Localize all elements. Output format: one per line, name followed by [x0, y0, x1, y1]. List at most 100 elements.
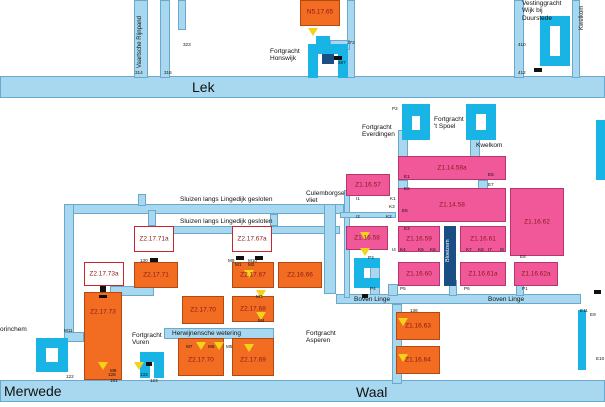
fortgracht-spoel [466, 130, 496, 140]
sluice-marker [244, 344, 254, 352]
sluice-marker [244, 270, 254, 278]
structure-marker-e2: E2 [404, 186, 410, 191]
structure-marker-i2: I2 [356, 214, 360, 219]
code-z1-16-62: Z1.16.62 [524, 218, 550, 226]
code-z2-17-71: Z2.17.71 [143, 271, 169, 279]
sluice-marker [256, 312, 266, 320]
structure-marker-e8: E8 [520, 254, 526, 259]
sluizen-label: Sluizen langs Lingedijk gesloten [180, 196, 273, 203]
structure-marker-412: 412 [518, 70, 526, 75]
measure-marker [99, 295, 107, 298]
fortgracht-everdingen [402, 130, 430, 140]
sluice-marker [398, 318, 408, 326]
code-z2-17-69: Z2.17.69 [240, 356, 266, 364]
structure-marker-136: 136 [410, 308, 418, 313]
structure-marker-130: 130 [140, 258, 148, 263]
structure-marker-e5: E5 [402, 208, 408, 213]
structure-marker-m1: M1 [235, 262, 242, 267]
bloeizem-label: Bloeizem [445, 239, 451, 262]
canal-segment [392, 304, 402, 384]
measure-marker [100, 286, 106, 292]
fortgracht-honswijk [316, 36, 330, 46]
everdingen-label: Fortgracht Everdingen [362, 124, 395, 139]
waal-river [0, 380, 605, 402]
fortgracht-asperen [354, 278, 380, 288]
canal-segment [160, 0, 170, 78]
code-z1-16-61a: Z1.16.61a [468, 270, 498, 278]
canal-segment [64, 332, 84, 342]
sluice-marker [360, 232, 370, 240]
fortgracht-everdingen [402, 104, 430, 116]
compartment-z1-16-61a [460, 262, 506, 286]
measure-marker [255, 256, 263, 260]
structure-marker-372: 372 [347, 40, 355, 45]
sluice-marker [134, 362, 144, 370]
canal-segment [340, 212, 396, 218]
spoel-label: Fortgracht 't Spoel [434, 116, 464, 131]
compartment-z2-17-70 [182, 296, 224, 324]
compartment-z1-16-57 [346, 174, 390, 196]
structure-marker-m9: M9 [228, 258, 235, 263]
code-z1-16-63: Z1.16.63 [405, 322, 431, 330]
structure-marker-m3: M3 [256, 294, 263, 299]
lek-river [0, 76, 605, 98]
compartment-z1-16-61 [460, 226, 506, 252]
code-z2-17-73a: Z2.17.73a [89, 270, 119, 278]
code-z1-16-61: Z1.16.61 [470, 235, 496, 243]
fortgracht-spoel [486, 104, 496, 140]
structure-marker-e1: E1 [404, 174, 410, 179]
fortgracht-honswijk [338, 44, 348, 78]
structure-marker-k8: K8 [478, 247, 484, 252]
asperen-label: Fortgracht Asperen [306, 330, 336, 345]
canal-segment [388, 284, 398, 296]
compartment-z2-17-71a [134, 226, 174, 252]
structure-marker-p2: P2 [392, 106, 398, 111]
structure-marker-p4: P4 [370, 286, 376, 291]
canal-segment [148, 210, 156, 226]
vaartsche-rijnpand-label: Vaartsche Rijnpand [137, 16, 143, 68]
code-z2-17-70: Z2.17.70 [190, 306, 216, 314]
vaartsche-rijnpand-canal [134, 0, 148, 78]
structure-marker-m10: M10 [248, 258, 257, 263]
vestinggracht-wijk [540, 56, 570, 66]
compartment-z1-16-63 [396, 312, 440, 340]
compartment-z2-17-73a [84, 262, 124, 286]
canal-segment [64, 204, 74, 342]
canal-segment [572, 0, 580, 78]
vestinggracht-gorinchem [58, 338, 68, 372]
structure-marker-m6: M6 [208, 344, 215, 349]
structure-marker-122: 122 [66, 374, 74, 379]
sluice-marker [256, 290, 266, 298]
fortgracht-asperen [354, 258, 364, 288]
compartment-z2-16-66 [278, 262, 322, 288]
canal-segment [138, 194, 146, 206]
waal-label: Waal [356, 384, 388, 400]
boven-linge-canal [336, 294, 581, 304]
structure-marker-k2: K2 [386, 214, 392, 219]
code-z1-14-58: Z1.14.58 [439, 201, 465, 209]
code-z2-17-67: Z2.17.67 [240, 271, 266, 279]
structure-marker-p5: P5 [400, 286, 406, 291]
compartment-z1-14-58a [398, 156, 506, 180]
structure-marker-i8: I8 [500, 247, 504, 252]
structure-marker-m7: M7 [186, 344, 193, 349]
compartment-z1-16-60 [398, 262, 440, 286]
compartment-z1-16-59 [398, 226, 440, 252]
canal-segment [110, 286, 154, 296]
code-n5-17-65: N5.17.65 [306, 8, 334, 16]
structure-marker-e3: E3 [404, 226, 410, 231]
structure-marker-i7: I7 [488, 247, 492, 252]
code-z1-16-60: Z1.16.60 [406, 270, 432, 278]
herwijnensche-label: Herwijnensche wetering [172, 330, 242, 337]
code-z2-16-66: Z2.16.66 [287, 271, 313, 279]
code-z2-17-71a: Z2.17.71a [139, 235, 169, 243]
structure-marker-e7: E7 [488, 182, 494, 187]
measure-marker [362, 294, 368, 298]
structure-marker-m8: M8 [110, 368, 117, 373]
vestinggracht-gorinchem [36, 362, 68, 372]
fortgracht-vuren [140, 352, 150, 378]
fortgracht-spoel [466, 104, 476, 140]
structure-marker-k7: K7 [466, 247, 472, 252]
structure-marker-m11: M11 [64, 328, 73, 333]
